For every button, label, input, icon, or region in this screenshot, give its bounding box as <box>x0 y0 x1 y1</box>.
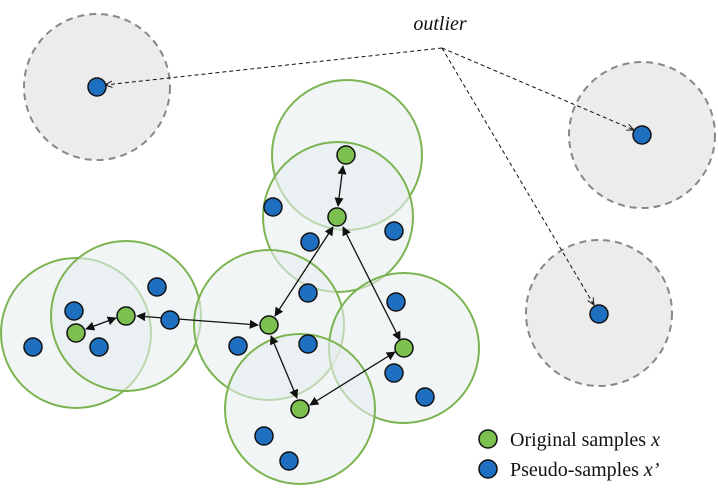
legend-original-label: Original samples x <box>510 429 660 451</box>
neighbor-arrows <box>85 165 401 406</box>
arrow-right-bottom <box>309 351 396 406</box>
outlier-connector-3 <box>441 47 594 305</box>
arrow-center-mid <box>274 226 334 317</box>
arrow-left-pair <box>85 316 117 331</box>
original-sample <box>66 323 86 343</box>
original-sample <box>336 145 356 165</box>
original-sample <box>327 207 347 227</box>
pseudo-sample <box>300 232 320 252</box>
legend-pseudo-label: Pseudo-samples x’ <box>510 459 660 481</box>
pseudo-sample <box>384 221 404 241</box>
pseudo-sample <box>254 426 274 446</box>
outlier-connector-1 <box>105 47 443 85</box>
legend-original-swatch <box>478 429 498 449</box>
pseudo-sample <box>87 77 107 97</box>
original-sample <box>116 306 136 326</box>
pseudo-sample <box>160 310 180 330</box>
arrow-top <box>334 165 347 207</box>
outlier-connectors <box>105 47 634 305</box>
arrow-left-mid <box>136 312 259 329</box>
pseudo-sample <box>263 197 283 217</box>
pseudo-sample <box>23 337 43 357</box>
outlier-label: outlier <box>413 13 467 35</box>
original-sample <box>394 338 414 358</box>
pseudo-sample <box>589 304 609 324</box>
pseudo-sample <box>147 277 167 297</box>
original-sample <box>290 399 310 419</box>
original-samples <box>66 145 414 419</box>
pseudo-sample <box>279 451 299 471</box>
pseudo-sample <box>415 387 435 407</box>
pseudo-sample <box>632 125 652 145</box>
pseudo-sample <box>228 336 248 356</box>
legend: Original samples x Pseudo-samples x’ <box>478 429 660 481</box>
pseudo-samples <box>23 77 652 471</box>
pseudo-sample <box>64 301 84 321</box>
pseudo-sample <box>89 337 109 357</box>
original-sample <box>259 315 279 335</box>
pseudo-sample <box>386 292 406 312</box>
pseudo-sample <box>298 334 318 354</box>
pseudo-sample <box>298 283 318 303</box>
arrow-mid-bottom <box>269 335 299 399</box>
legend-pseudo-swatch <box>478 459 498 479</box>
pseudo-sample <box>384 363 404 383</box>
arrow-mid-right <box>342 226 401 341</box>
